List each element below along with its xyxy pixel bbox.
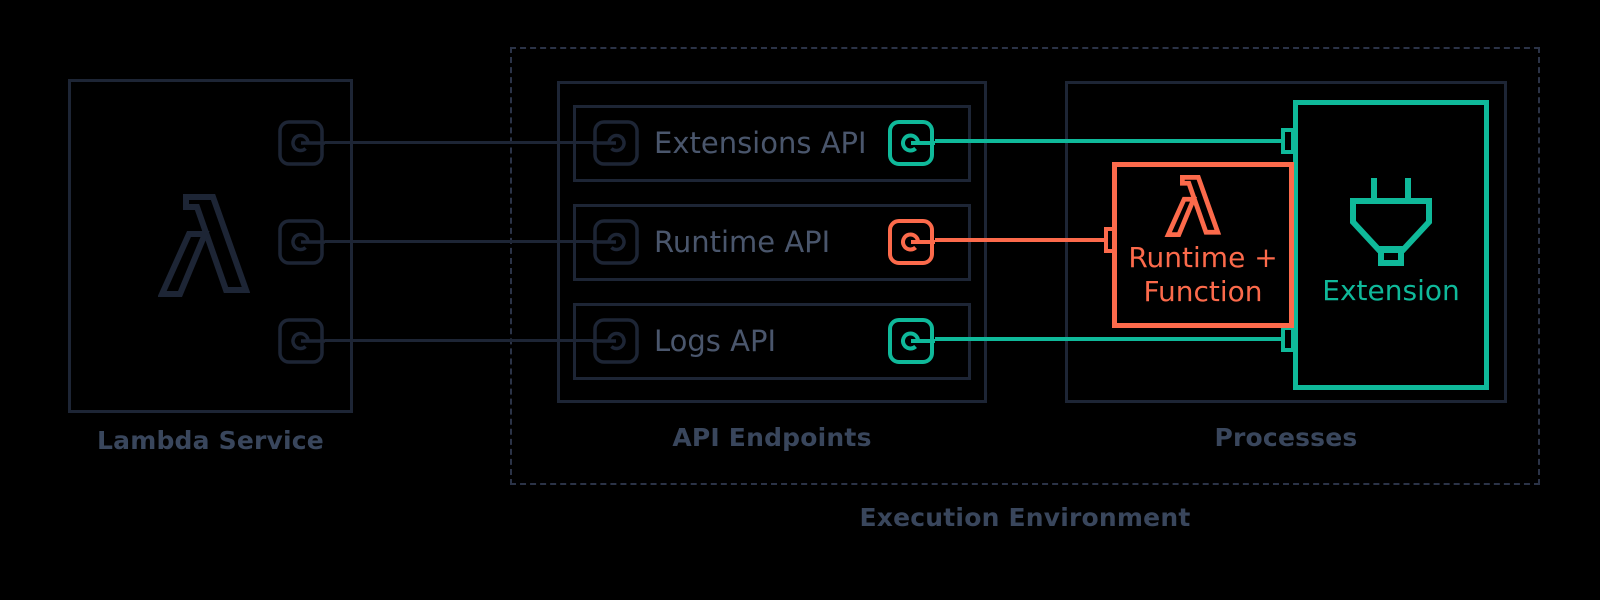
processes-caption: Processes: [1214, 423, 1358, 452]
execution-environment-boundary: [510, 47, 1540, 485]
runtime-function-label-line2: Function: [1143, 275, 1263, 308]
lambda-service-port-extensions[interactable]: [277, 119, 325, 167]
lambda-service-port-logs[interactable]: [277, 317, 325, 365]
runtime-function-lambda-icon: [1160, 175, 1226, 237]
extensions-api-inbound-port[interactable]: [592, 119, 640, 167]
lambda-service-port-runtime[interactable]: [277, 218, 325, 266]
api-row-logs[interactable]: [573, 303, 971, 380]
logs-api-inbound-port[interactable]: [592, 317, 640, 365]
plug-icon: [1341, 176, 1441, 266]
api-row-extensions[interactable]: [573, 105, 971, 182]
wire-lambda-to-logs-api: [325, 339, 597, 342]
lambda-service-box: [68, 79, 353, 413]
extension-label: Extension: [1322, 274, 1460, 307]
runtime-function-label-line1: Runtime +: [1128, 241, 1278, 274]
api-endpoints-caption: API Endpoints: [672, 423, 872, 452]
execution-environment-caption: Execution Environment: [859, 503, 1191, 532]
lambda-service-caption: Lambda Service: [97, 426, 324, 455]
api-row-extensions-label: Extensions API: [654, 126, 867, 160]
api-row-runtime-label: Runtime API: [654, 225, 831, 259]
wire-logs-api-to-extension: [935, 337, 1285, 341]
runtime-api-inbound-port[interactable]: [592, 218, 640, 266]
wire-extensions-api-to-extension: [935, 139, 1285, 143]
aws-lambda-logo-icon: [157, 193, 251, 298]
wire-lambda-to-extensions-api: [325, 141, 597, 144]
wire-runtime-api-to-runtime-function: [935, 238, 1113, 242]
api-row-logs-label: Logs API: [654, 324, 777, 358]
runtime-api-outbound-port[interactable]: [887, 218, 935, 266]
logs-api-outbound-port[interactable]: [887, 317, 935, 365]
extensions-api-outbound-port[interactable]: [887, 119, 935, 167]
extension-box[interactable]: [1293, 100, 1489, 390]
processes-group-box: [1065, 81, 1507, 403]
api-endpoints-group-box: [557, 81, 987, 403]
wire-lambda-to-runtime-api: [325, 240, 597, 243]
api-row-runtime[interactable]: [573, 204, 971, 281]
